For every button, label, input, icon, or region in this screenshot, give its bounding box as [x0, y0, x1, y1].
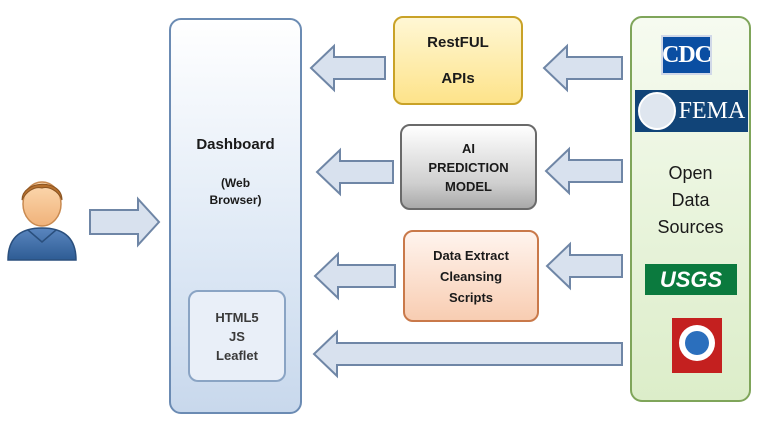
ai-line2: PREDICTION — [428, 159, 509, 175]
open-data-sources-label: Open Data Sources — [630, 160, 751, 241]
cdc-logo-text: CDC — [662, 41, 712, 68]
arrow-user-to-dashboard — [89, 196, 161, 248]
apis-line1: RestFUL — [427, 33, 489, 51]
ai-line3: MODEL — [445, 178, 492, 194]
apis-line2: APIs — [441, 69, 475, 87]
data-cleansing-scripts-box: Data Extract Cleansing Scripts — [403, 230, 539, 322]
tech-leaflet-label: Leaflet — [216, 347, 258, 363]
cdc-logo: CDC — [661, 35, 712, 75]
arrow-sources-to-cleansing — [545, 241, 623, 291]
sources-line1: Open — [668, 163, 713, 183]
cleansing-line3: Scripts — [448, 289, 494, 305]
ai-line1: AI — [462, 140, 475, 156]
arrow-apis-to-dashboard — [309, 43, 386, 93]
arrow-ai-to-dashboard — [315, 147, 394, 197]
arrow-cleansing-to-dashboard — [313, 251, 396, 301]
arrow-sources-to-html5 — [312, 329, 623, 379]
tech-stack-box: HTML5 JS Leaflet — [188, 290, 286, 382]
usgs-logo-text: USGS — [659, 266, 723, 292]
user-icon — [7, 181, 77, 261]
fema-logo-text: FEMA — [678, 97, 746, 124]
sources-line2: Data — [671, 190, 710, 210]
cleansing-line2: Cleansing — [439, 268, 503, 284]
tech-js-label: JS — [229, 328, 245, 344]
cleansing-line1: Data Extract — [433, 247, 509, 263]
sources-line3: Sources — [657, 217, 724, 237]
usgs-logo: USGS — [645, 264, 737, 295]
restful-apis-box: RestFUL APIs — [393, 16, 523, 105]
dashboard-subtitle: (Web Browser) — [209, 176, 262, 207]
fema-seal-icon — [638, 92, 676, 130]
dashboard-title: Dashboard — [196, 136, 275, 153]
ai-prediction-model-box: AI PREDICTION MODEL — [400, 124, 537, 210]
weather-service-globe-icon — [685, 331, 709, 355]
arrow-sources-to-ai — [544, 146, 623, 196]
arrow-sources-to-apis — [542, 43, 623, 93]
tech-html5-label: HTML5 — [215, 309, 259, 325]
